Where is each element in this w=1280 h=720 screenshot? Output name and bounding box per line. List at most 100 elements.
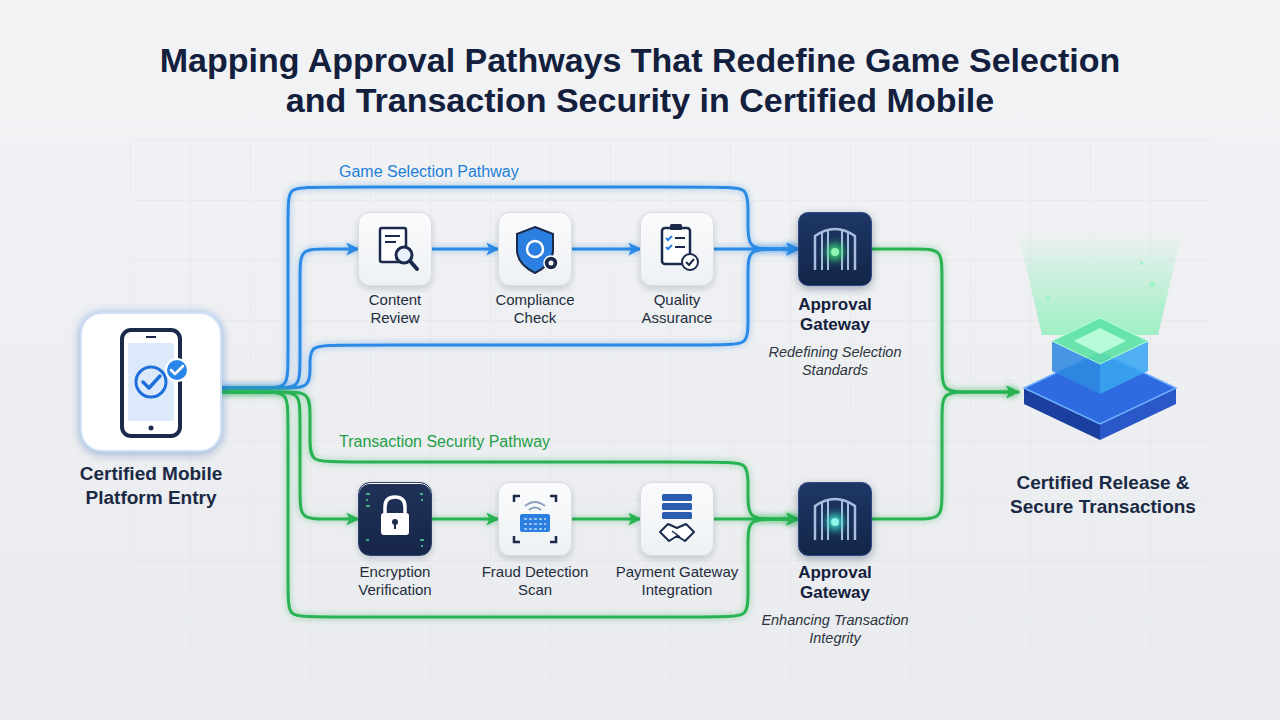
cube-top <box>1052 318 1148 364</box>
flow-connector <box>432 518 498 521</box>
server-unit <box>662 494 692 501</box>
process-box: Payment Gateway Integration <box>640 482 714 556</box>
lock-body <box>381 513 409 535</box>
grid-area <box>130 140 1210 680</box>
slab-side <box>1024 388 1100 440</box>
gate-glow <box>827 244 843 260</box>
node-caption: Encryption Verification <box>345 563 445 599</box>
handshake-line <box>672 531 680 537</box>
flow-connector <box>872 249 1018 392</box>
node-caption: Approval GatewayEnhancing Transaction In… <box>760 563 910 647</box>
server-unit <box>662 512 692 519</box>
node-caption: Fraud Detection Scan <box>473 563 598 599</box>
document-line <box>385 235 400 237</box>
phone-speaker <box>146 336 156 338</box>
node-label: Fraud Detection Scan <box>473 563 598 599</box>
node-label: Content Review <box>350 291 440 327</box>
gateway-box: Approval GatewayRedefining Selection Sta… <box>798 212 872 286</box>
process-box: Fraud Detection Scan <box>498 482 572 556</box>
server-handshake-icon <box>660 494 694 541</box>
node-label: Payment Gateway Integration <box>610 563 745 599</box>
sparkle <box>1046 296 1050 300</box>
node-label: Approval Gateway <box>775 563 895 603</box>
gateway-box: Approval GatewayEnhancing Transaction In… <box>798 482 872 556</box>
node-caption: Compliance Check <box>485 291 585 327</box>
diagram-title: Mapping Approval Pathways That Redefine … <box>140 40 1140 120</box>
gate-arch <box>815 499 855 540</box>
check-badge <box>166 359 188 381</box>
process-box: Quality Assurance <box>640 212 714 286</box>
shield-ring <box>527 241 543 257</box>
document-shape <box>380 228 406 262</box>
node-label: Compliance Check <box>485 291 585 327</box>
node-caption: Quality Assurance <box>627 291 727 327</box>
process-box: Encryption Verification <box>358 482 432 556</box>
flow-connector <box>222 187 798 388</box>
cube-core <box>1074 328 1126 354</box>
cube-side <box>1100 341 1148 394</box>
server-unit <box>662 503 692 510</box>
list-line <box>675 246 685 248</box>
clipboard-clip <box>670 224 682 230</box>
document-search-icon <box>380 228 417 269</box>
lock-shackle <box>385 497 405 515</box>
platform-entry: Certified Mobile Platform Entry <box>80 312 222 452</box>
node-label: Approval Gateway <box>775 295 895 335</box>
scan-icon <box>514 496 556 542</box>
check-circle <box>136 367 166 397</box>
node-subtitle: Redefining Selection Standards <box>760 343 910 379</box>
node-caption: Approval GatewayRedefining Selection Sta… <box>760 295 910 379</box>
node-caption: Certified Mobile Platform Entry <box>66 462 236 510</box>
node-caption: Content Review <box>350 291 440 327</box>
light-beam <box>1018 232 1182 335</box>
sparkle <box>1150 282 1155 287</box>
magnifier-handle <box>410 261 417 269</box>
release-stack-icon <box>1018 232 1182 440</box>
card-shape <box>520 514 550 532</box>
shield-gear-icon <box>517 227 558 273</box>
node-label: Encryption Verification <box>345 563 445 599</box>
document-line <box>385 241 396 243</box>
slab-side <box>1100 388 1176 440</box>
gate-icon <box>815 229 855 270</box>
release-node: Certified Release & Secure Transactions <box>1018 300 1188 445</box>
clipboard-shape <box>662 228 690 264</box>
process-box: Compliance Check <box>498 212 572 286</box>
magnifier-lens <box>396 247 412 263</box>
cube-side <box>1052 341 1100 394</box>
lock-keyhole <box>394 523 396 529</box>
sparkle <box>1140 262 1143 265</box>
node-label: Certified Release & Secure Transactions <box>998 471 1208 519</box>
check-mark <box>171 366 183 374</box>
node-label: Quality Assurance <box>627 291 727 327</box>
scan-frame <box>514 496 556 542</box>
handshake-shape <box>660 524 694 541</box>
gate-icon <box>815 499 855 540</box>
scan-waves <box>525 502 545 510</box>
flow-connector <box>432 248 498 251</box>
node-label: Certified Mobile Platform Entry <box>66 462 236 510</box>
node-subtitle: Enhancing Transaction Integrity <box>760 611 910 647</box>
phone-body <box>122 330 180 436</box>
phone-button <box>149 426 154 431</box>
flow-connector <box>572 248 640 251</box>
process-box: Content Review <box>358 212 432 286</box>
gate-bars <box>822 499 848 540</box>
pathway-label: Game Selection Pathway <box>339 162 519 182</box>
clipboard-icon <box>662 224 698 270</box>
flow-connector <box>872 392 1018 519</box>
phone-screen <box>128 343 174 421</box>
gate-glow <box>827 514 843 530</box>
flow-connector <box>222 392 358 519</box>
gear-shape <box>544 256 558 270</box>
flow-connector <box>222 392 798 617</box>
node-caption: Payment Gateway Integration <box>610 563 745 599</box>
list-line <box>675 237 685 239</box>
slab-top <box>1024 352 1176 424</box>
gear-hub <box>549 261 554 266</box>
gate-bars <box>822 229 848 270</box>
check-mark <box>666 236 672 249</box>
gate-light <box>831 518 839 526</box>
card-keys <box>524 519 546 529</box>
